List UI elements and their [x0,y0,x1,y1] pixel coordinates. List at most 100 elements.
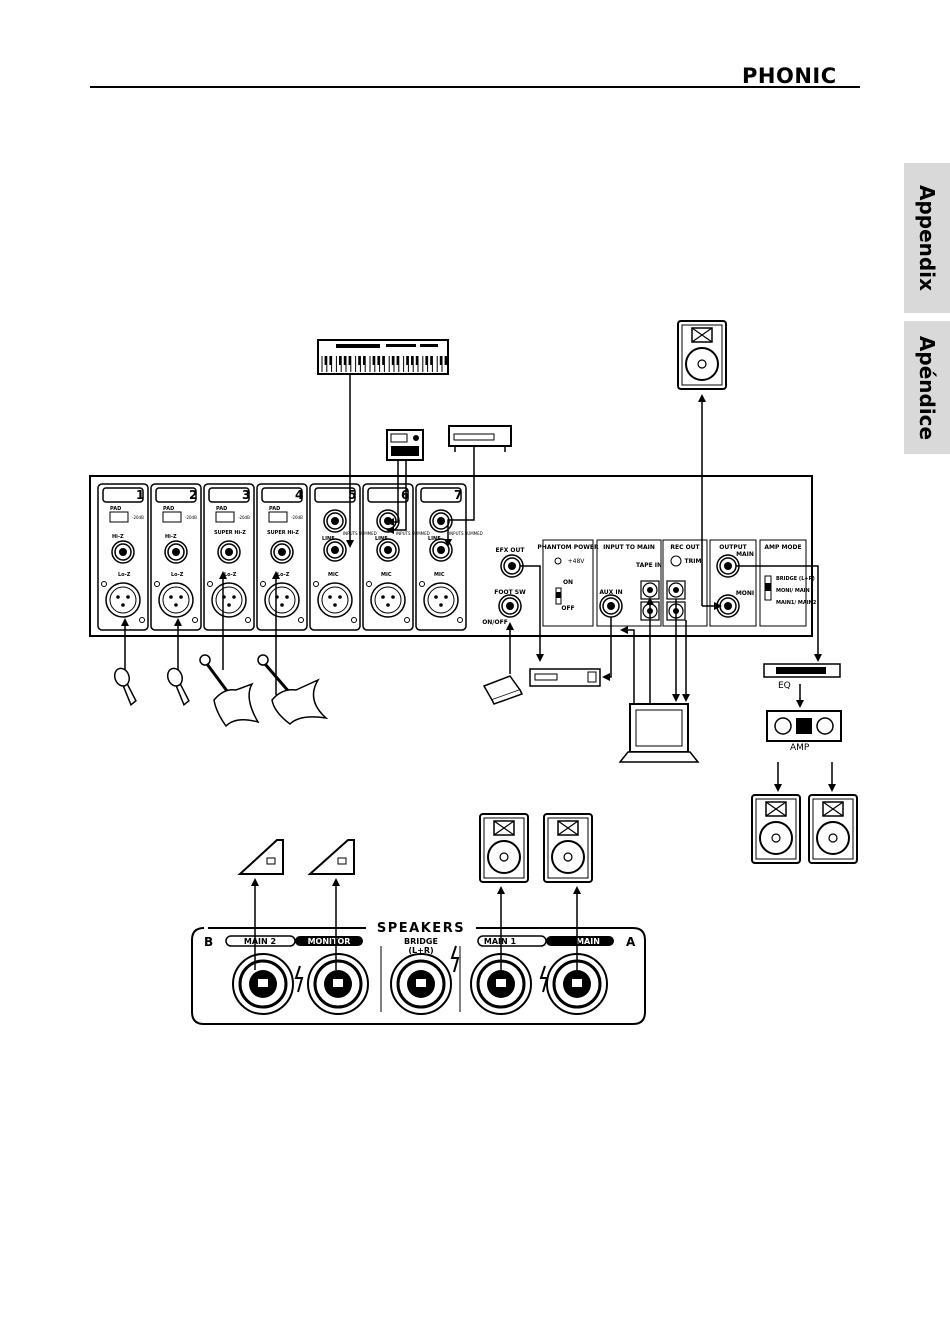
speaker-right-icon [808,794,858,864]
rec-out-label: REC OUT [670,544,700,551]
ch2-hiz-jack [164,540,188,564]
speaker-left-icon [751,794,801,864]
side-a-label: A [626,935,636,949]
guitar-2-icon [257,654,329,725]
ch6-line2-jack [376,538,400,562]
foot-sw-label: FOOT SW [494,589,526,596]
ch1-number: 1 [136,488,144,502]
ch1-pad: PAD [110,506,121,512]
aux-in-label: AUX IN [599,589,622,596]
main1-main2-label: MAIN1/ MAIN2 [776,600,817,606]
ch6-xlr-jack [370,582,406,618]
main2-jack [231,952,295,1016]
ch7-mic: MIC [434,572,445,578]
tab-appendix[interactable]: Appendix [904,163,950,313]
tab-apendice[interactable]: Apéndice [904,321,950,454]
ch4-pad-value: -20dB [291,515,303,520]
ch5-mic: MIC [328,572,339,578]
ch3-loz: Lo-Z [224,572,237,578]
ch3-number: 3 [242,488,250,502]
ch7-number: 7 [454,488,462,502]
ch1-hiz-jack [111,540,135,564]
ch7-summed: INPUTS SUMMED [449,531,483,536]
footswitch-pedal-icon [482,675,524,705]
channel-strip-5 [309,483,361,631]
ch3-hiz-jack [217,540,241,564]
bridge-label: BRIDGE [404,937,438,946]
amp-mode-label: AMP MODE [764,544,801,551]
ch2-hiz: Hi-Z [165,534,177,540]
ch4-xlr-jack [264,582,300,618]
ch1-xlr-jack [105,582,141,618]
header-rule [90,86,860,88]
ch4-pad: PAD [269,506,280,512]
main1-label: MAIN 1 [484,937,517,946]
monitor-speaker-icon [677,320,727,390]
ch1-loz: Lo-Z [118,572,131,578]
guitar-1-icon [199,654,260,728]
moni-main-label: MONI/ MAIN [776,588,810,594]
phantom-on-label: ON [563,579,573,586]
ch5-line: LINE [322,536,335,542]
channel-strip-3 [203,483,255,631]
ch6-line-jack [376,509,400,533]
ch2-xlr-jack [158,582,194,618]
mixer-rear-panel [89,475,813,637]
phantom-off-label: OFF [561,605,574,612]
ch3-xlr-jack [211,582,247,618]
ch7-xlr-jack [423,582,459,618]
cassette-deck-icon [448,425,512,452]
ch2-loz: Lo-Z [171,572,184,578]
aux-in-jack [599,594,623,618]
channel-strip-1 [97,483,149,631]
ch5-xlr-jack [317,582,353,618]
ch6-mic: MIC [381,572,392,578]
output-main-label: MAIN [736,551,754,558]
ch2-pad-value: -20dB [185,515,197,520]
main-label: MAIN [576,937,600,946]
speakers-title: SPEAKERS [377,921,465,936]
ch1-pad-value: -20dB [132,515,144,520]
bridge-lr-label: BRIDGE (L+R) [776,576,815,582]
ch4-loz: Lo-Z [277,572,290,578]
rec-out-l [666,580,686,600]
connection-lines [121,374,836,970]
ch2-pad: PAD [163,506,174,512]
ch4-number: 4 [295,488,303,502]
phantom-value: +48V [568,558,586,565]
recorder-computer-icon [618,703,700,763]
tape-in-l [640,580,660,600]
output-label: OUTPUT [719,544,747,551]
effects-processor-icon [529,668,601,687]
ch2-number: 2 [189,488,197,502]
ch6-line: LINE [375,536,388,542]
eq-label: EQ [778,681,791,691]
efx-out-label: EFX OUT [496,547,526,554]
efx-out-jack [500,554,524,578]
brand-logo: PHONIC [742,64,837,88]
monitor-jack [306,952,370,1016]
wedge-monitor-1-icon [237,839,284,875]
side-b-label: B [204,935,213,949]
channel-strip-4 [256,483,308,631]
channel-strip-2 [150,483,202,631]
ch6-summed: INPUTS SUMMED [396,531,430,536]
ch5-number: 5 [348,488,356,502]
output-moni-jack [716,594,740,618]
main-speaker-2-icon [543,813,593,883]
wedge-monitor-2-icon [307,839,355,875]
main2-label: MAIN 2 [244,937,276,946]
monitor-label: MONITOR [308,937,351,946]
phantom-label: PHANTOM POWER [537,544,599,551]
bridge-jack [389,952,453,1016]
ch3-pad: PAD [216,506,227,512]
output-main-jack [716,554,740,578]
keyboard-icon [317,339,449,375]
amp-label: AMP [790,743,810,753]
vocal-mic-1-icon [111,665,138,706]
vocal-mic-2-icon [164,665,191,706]
ch5-summed: INPUTS SUMMED [343,531,377,536]
amplifier-icon [766,710,842,742]
on-off-label: ON/OFF [482,619,508,626]
